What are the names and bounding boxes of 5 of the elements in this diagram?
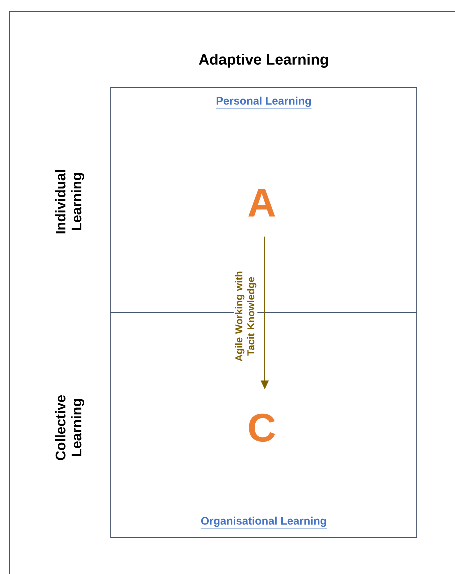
letter: A <box>248 189 276 217</box>
axis-label: Collective Learning <box>56 396 84 460</box>
letter: C <box>249 414 276 442</box>
heading: Adaptive Learning <box>199 54 328 68</box>
axis-label: Individual Learning <box>56 170 84 234</box>
